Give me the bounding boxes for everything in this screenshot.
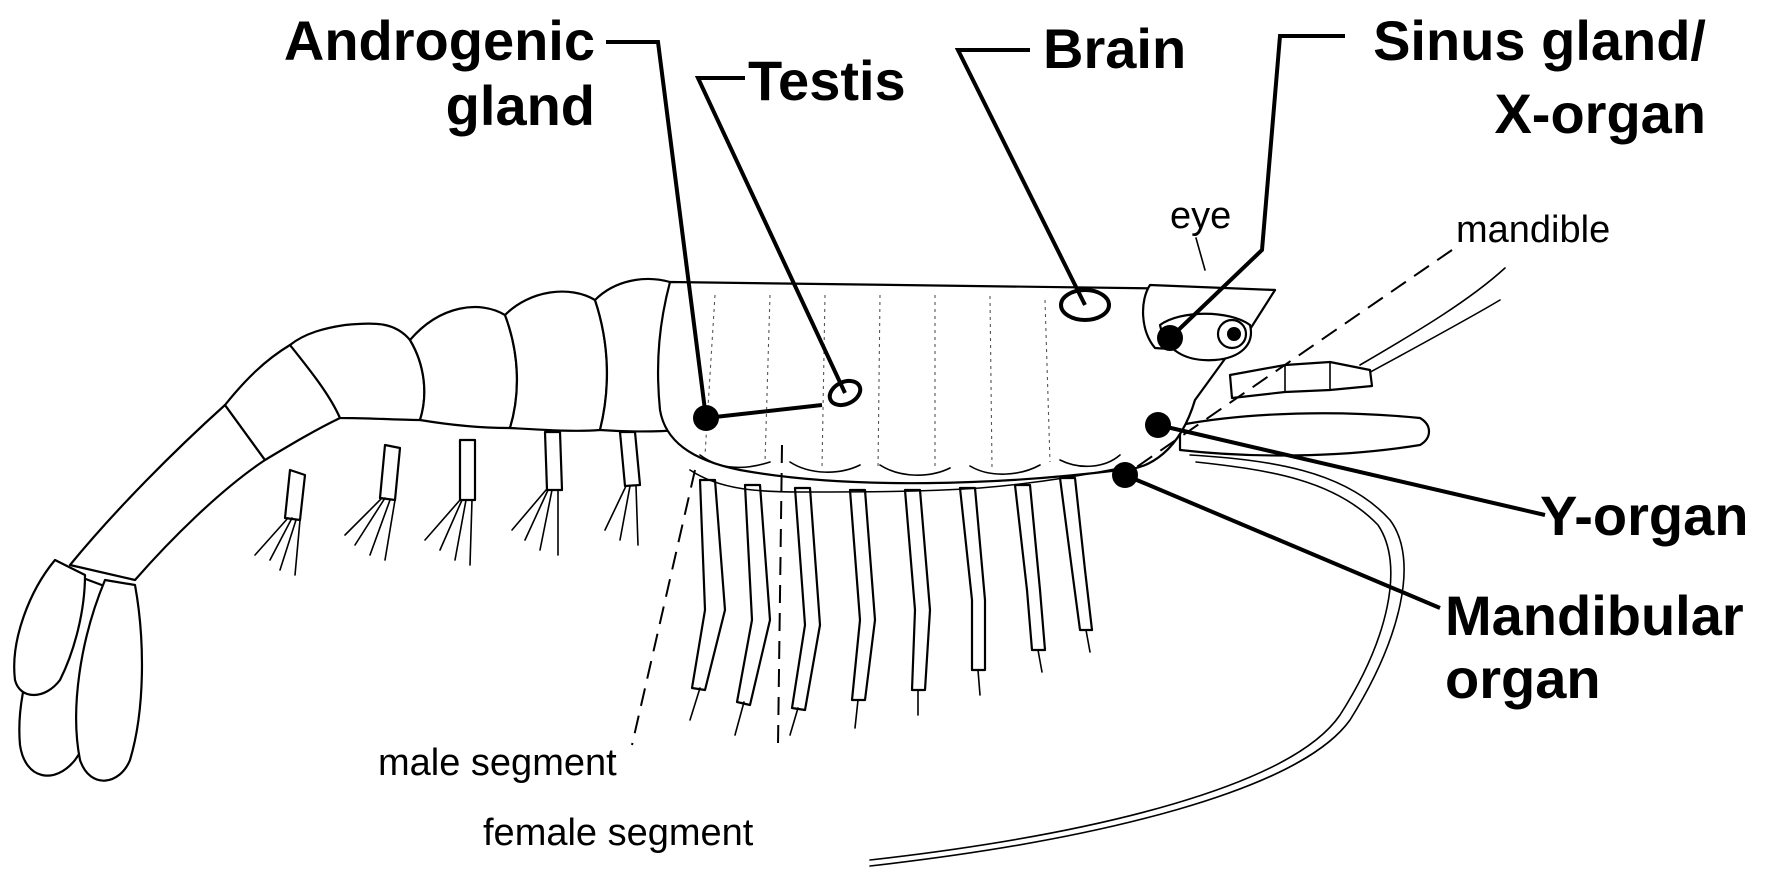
abdomen-segment-2 xyxy=(505,292,607,431)
mandibular-organ-leader xyxy=(1125,475,1440,608)
mandibular-organ-label-line1: Mandibular xyxy=(1445,584,1744,647)
sinus-gland-label-line2: X-organ xyxy=(1494,82,1706,145)
male-segment-label: male segment xyxy=(378,742,617,784)
eye-label: eye xyxy=(1170,195,1231,237)
eye-leader xyxy=(1196,238,1205,270)
female-segment-label: female segment xyxy=(483,812,754,854)
antenna-inner xyxy=(870,462,1391,860)
walking-legs xyxy=(690,478,1092,735)
sinus-gland-label-line1: Sinus gland/ xyxy=(1373,9,1706,72)
androgenic-gland-label-line1: Androgenic xyxy=(284,9,595,72)
antennule-upper-2 xyxy=(1365,300,1500,375)
antennal-scale xyxy=(1180,413,1429,455)
mandible-label: mandible xyxy=(1456,209,1610,251)
pleopods xyxy=(255,432,640,575)
brain-leader xyxy=(958,50,1085,305)
abdomen-segment-3 xyxy=(410,307,517,428)
androgenic-gland-label-line2: gland xyxy=(446,74,595,137)
shrimp-illustration xyxy=(14,268,1505,866)
female-segment-leader xyxy=(778,445,782,745)
testis-label: Testis xyxy=(748,49,906,112)
antennule-upper xyxy=(1360,268,1505,365)
brain-label: Brain xyxy=(1043,17,1186,80)
mandibular-organ-label-line2: organ xyxy=(1445,647,1601,710)
antenna xyxy=(870,455,1404,866)
y-organ-label: Y-organ xyxy=(1540,484,1748,547)
abdomen-segment-6 xyxy=(70,405,265,580)
antennule-peduncle xyxy=(1230,362,1372,398)
male-segment-leader xyxy=(632,470,695,745)
